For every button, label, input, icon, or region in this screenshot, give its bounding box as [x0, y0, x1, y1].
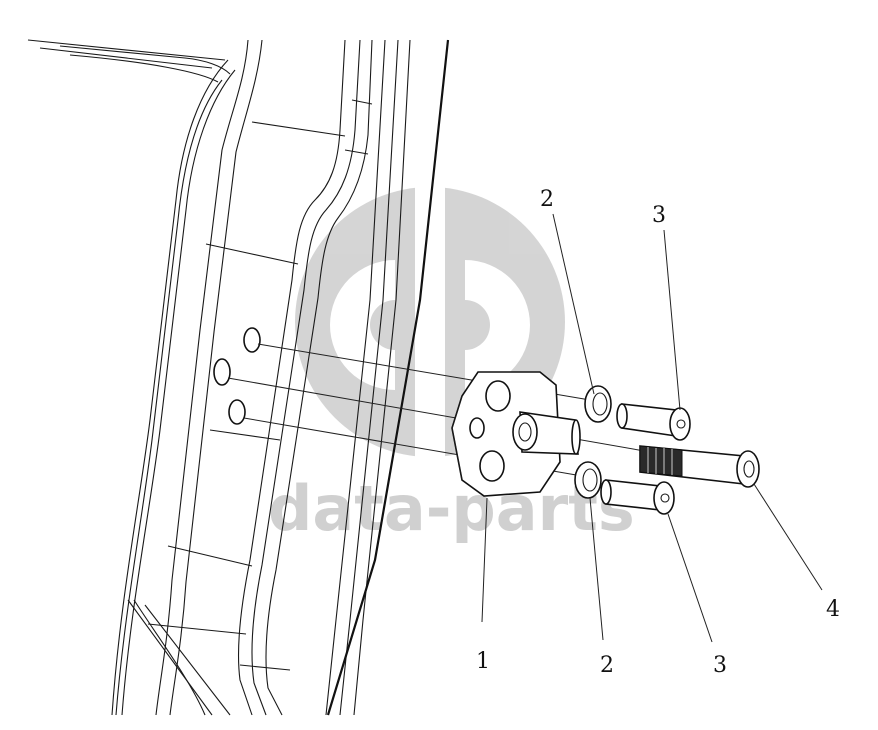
door-frame — [27, 39, 450, 716]
mounting-holes — [213, 327, 261, 425]
callout-labels: 1 2 2 3 3 4 — [476, 187, 840, 678]
callout-part-3-upper: 3 — [652, 203, 666, 228]
callout-part-4: 4 — [826, 597, 840, 622]
screw-upper — [616, 403, 691, 441]
mounting-hole-lower — [228, 399, 246, 425]
watermark-text: data-parts — [268, 472, 635, 545]
callout-part-2-lower: 2 — [600, 653, 614, 678]
threaded-pin — [639, 445, 760, 488]
hinge-plate — [451, 371, 581, 497]
leader-lines — [481, 213, 823, 643]
washer-upper — [584, 385, 612, 423]
screw-lower — [600, 479, 675, 515]
washer-lower — [574, 461, 602, 499]
mounting-hole-upper — [243, 327, 261, 353]
callout-part-2-upper: 2 — [540, 187, 554, 212]
callout-part-1: 1 — [476, 649, 490, 674]
mounting-hole-middle — [213, 358, 231, 386]
callout-part-3-lower: 3 — [713, 653, 727, 678]
